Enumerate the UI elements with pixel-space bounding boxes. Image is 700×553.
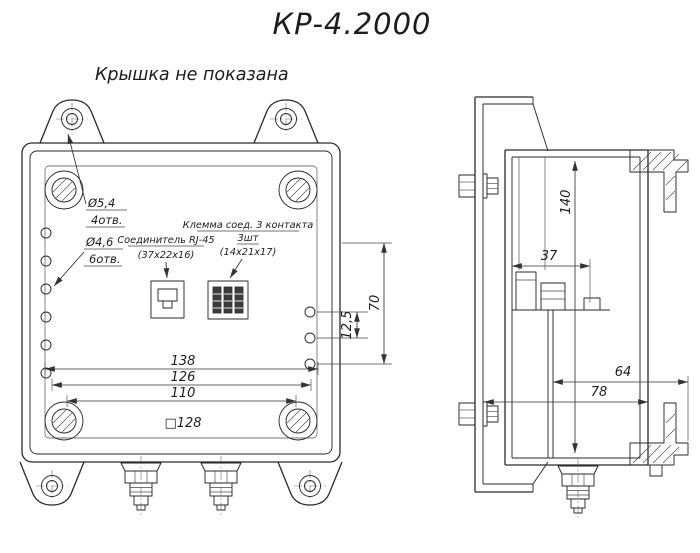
rj45-name-label: Соединитель RJ-45	[117, 235, 214, 246]
dim-64: 64	[552, 365, 689, 441]
corner-screw-top-left	[44, 170, 84, 210]
tab-hole-dia-label: Ø5,4	[87, 196, 115, 210]
dim-110-value: 110	[171, 386, 196, 401]
tab-hole-bottom-right	[293, 469, 327, 503]
dim-64-value: 64	[615, 365, 632, 380]
front-view: Ø5,4 4отв. Ø4,6 6отв. Соединитель RJ-45 …	[19, 99, 392, 516]
terminal-block	[207, 280, 249, 320]
cable-gland-front-right	[200, 455, 242, 516]
tab-hole-top-right	[269, 102, 303, 136]
corner-screw-bottom-right	[278, 401, 318, 441]
wall-bracket	[474, 96, 549, 493]
drawing-note: Крышка не показана	[95, 65, 289, 85]
rj45-size-label: (37х22х16)	[138, 250, 195, 261]
drawing-title: КР-4.2000	[272, 7, 431, 41]
dim-70: 70	[317, 242, 392, 365]
dim-110: 110	[66, 386, 297, 407]
dim-140: 140	[559, 160, 578, 454]
bracket-bolt-bottom	[458, 401, 499, 427]
wall-hole-dia-label: Ø4,6	[85, 235, 113, 249]
dim-140-value: 140	[559, 190, 574, 215]
terminal-side-profile	[540, 282, 566, 311]
dim-70-value: 70	[368, 295, 383, 312]
mounting-tab-bottom-left	[19, 461, 85, 506]
mounting-tab-top-left	[39, 99, 105, 144]
wall-hole-count-label: 6отв.	[89, 252, 121, 266]
front-inner-panel	[44, 165, 318, 439]
cable-gland-front-left	[120, 455, 162, 516]
front-body-inner	[29, 150, 333, 455]
dim-78-value: 78	[591, 385, 608, 400]
dim-12-5: 12,5	[317, 311, 368, 340]
bracket-bolt-top	[458, 173, 499, 199]
right-wall-holes	[304, 306, 316, 370]
cable-gland-side	[557, 458, 599, 519]
corner-screw-bottom-left	[44, 401, 84, 441]
corner-screw-top-right	[278, 170, 318, 210]
dim-78: 78	[483, 385, 649, 405]
din-clip-bottom	[629, 402, 689, 477]
dim-12-5-value: 12,5	[340, 311, 355, 340]
din-latch	[649, 465, 663, 477]
tab-hole-top-left	[55, 102, 89, 136]
dim-126-value: 126	[171, 370, 196, 385]
callout-terminal: Клемма соед. 3 контакта 3шт (14х21х17)	[183, 220, 314, 279]
din-clip-top	[629, 149, 689, 213]
dim-138-value: 138	[171, 354, 196, 369]
dim-37-value: 37	[541, 249, 558, 264]
dim-37: 37	[511, 249, 591, 303]
tab-hole-bottom-left	[35, 469, 69, 503]
rj45-side-profile	[515, 271, 537, 311]
mounting-tab-top-right	[253, 99, 319, 144]
mounting-tab-bottom-right	[277, 461, 343, 506]
dim-128-value: □128	[164, 416, 201, 431]
front-body-outline	[21, 142, 341, 463]
dim-138: 138	[44, 354, 319, 375]
callout-tab-holes: Ø5,4 4отв.	[67, 133, 127, 228]
rj45-connector	[150, 280, 185, 319]
side-view: 140 37 64 78	[458, 96, 689, 519]
callout-wall-holes: Ø4,6 6отв.	[53, 235, 123, 287]
tab-hole-count-label: 4отв.	[91, 213, 123, 227]
left-wall-holes	[40, 227, 52, 379]
terminal-name-label: Клемма соед. 3 контакта	[183, 220, 314, 231]
side-body	[504, 149, 649, 466]
terminal-size-label: (14х21х17)	[220, 247, 277, 258]
terminal-qty-label: 3шт	[238, 233, 259, 244]
callout-rj45: Соединитель RJ-45 (37х22х16)	[117, 235, 215, 279]
dim-126: 126	[51, 370, 312, 391]
